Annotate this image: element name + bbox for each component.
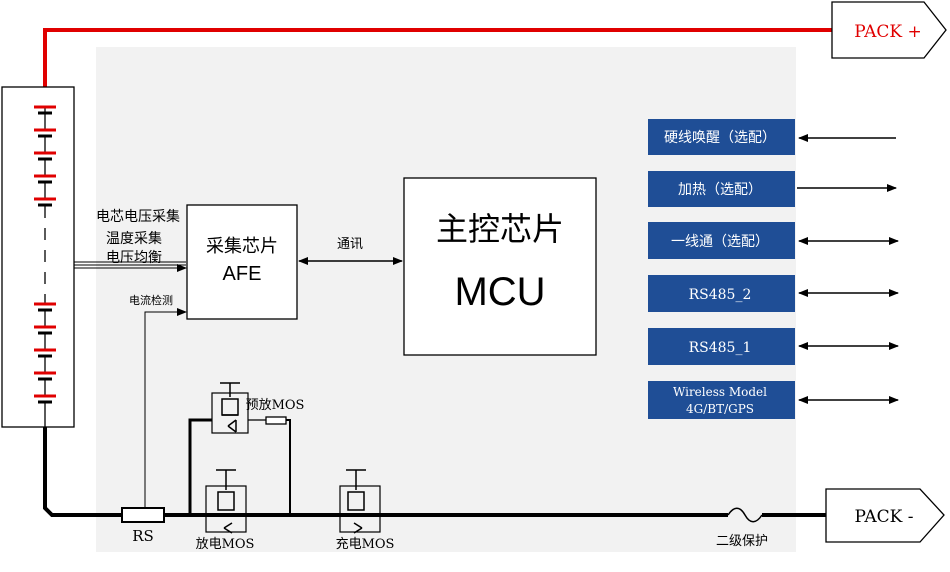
shunt-resistor-rs [121, 507, 165, 523]
pack-minus-wire-battery [43, 427, 122, 517]
sense-lines [74, 261, 187, 272]
port-label-one-wire: 一线通（选配） [671, 234, 769, 250]
current-sense-label: 电流检测 [129, 293, 173, 307]
port-box-hardwire-wakeup [648, 119, 795, 155]
port-label-rs485-2: RS485_2 [689, 287, 752, 303]
port-label-wireless-model: Wireless Model [673, 385, 767, 399]
afe-chip-box [186, 204, 298, 320]
pack-plus-wire [43, 28, 836, 107]
precharge-mos-icon [220, 382, 240, 416]
port-box-one-wire [648, 222, 795, 259]
sense-label-temperature: 温度采集 [106, 230, 162, 247]
port-box-rs485-1 [648, 328, 795, 365]
afe-title: 采集芯片 [206, 236, 278, 257]
battery-cells [34, 105, 56, 427]
sense-label-cell-voltage: 电芯电压采集 [96, 208, 180, 225]
port-box-rs485-2 [648, 275, 795, 312]
sense-label-balancing: 电压均衡 [106, 250, 162, 266]
port-rs485-1: RS485_1 [648, 328, 899, 365]
port-wireless-model: Wireless Model 4G/BT/GPS [648, 381, 899, 419]
comm-label: 通讯 [337, 237, 363, 252]
afe-subtitle: AFE [223, 263, 262, 285]
battery-pack [1, 86, 75, 428]
mcu-chip-box [403, 177, 597, 356]
mcu-subtitle: MCU [454, 270, 545, 314]
charge-mos-icon [339, 469, 381, 534]
charge-mos-label: 充电MOS [336, 536, 395, 552]
rs-label: RS [132, 527, 154, 545]
port-label-hardwire-wakeup: 硬线唤醒（选配） [664, 129, 776, 146]
fuse-secondary-protection [727, 507, 763, 523]
discharge-mos-label: 放电MOS [196, 537, 255, 552]
pack-plus-terminal [831, 1, 947, 59]
mos-switch-network [188, 392, 291, 515]
port-hardwire-wakeup: 硬线唤醒（选配） [648, 119, 896, 155]
pack-plus-label: PACK + [854, 22, 922, 42]
port-heating: 加热（选配） [648, 171, 897, 207]
port-box-wireless-model [648, 381, 795, 419]
port-one-wire: 一线通（选配） [648, 222, 899, 259]
current-sense-line [144, 308, 187, 508]
port-label-wireless-model-2: 4G/BT/GPS [686, 402, 754, 416]
secondary-protection-label: 二级保护 [716, 534, 768, 549]
port-label-rs485-1: RS485_1 [689, 340, 752, 356]
pack-minus-label: PACK - [854, 507, 913, 527]
pack-minus-terminal [825, 488, 945, 543]
discharge-mos-icon [205, 469, 247, 534]
mcu-title: 主控芯片 [436, 210, 564, 248]
port-box-heating [648, 171, 795, 207]
precharge-mos-label: 预放MOS [246, 398, 305, 413]
port-rs485-2: RS485_2 [648, 275, 899, 312]
port-label-heating: 加热（选配） [678, 182, 762, 198]
